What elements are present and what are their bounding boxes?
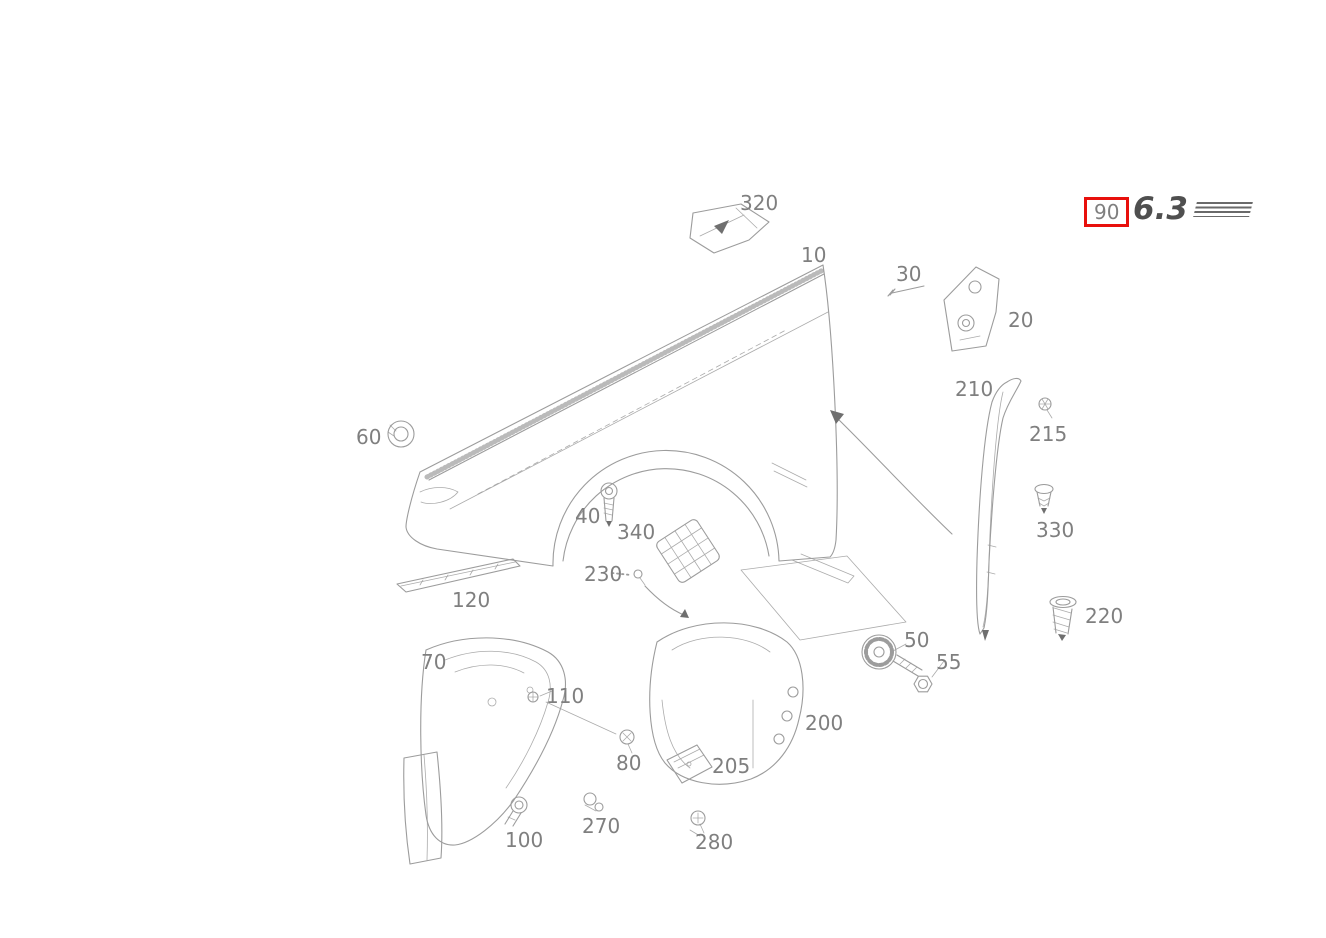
- emblem-6-3-badge: 6.3: [1133, 191, 1253, 227]
- part-label-270[interactable]: 270: [582, 814, 621, 838]
- part-drawing-clip-215: [1038, 397, 1053, 419]
- part-drawing-bracket-200: [649, 622, 804, 785]
- part-drawing-fender: [405, 264, 907, 641]
- part-drawing-screw-220: [1049, 595, 1077, 641]
- part-label-90[interactable]: 90: [1084, 197, 1130, 227]
- part-drawing-bracket-20: [943, 266, 1000, 352]
- part-label-230[interactable]: 230: [584, 562, 623, 586]
- part-label-320[interactable]: 320: [740, 191, 779, 215]
- part-label-120[interactable]: 120: [452, 588, 491, 612]
- part-label-40[interactable]: 40: [575, 504, 601, 528]
- part-label-200[interactable]: 200: [805, 711, 844, 735]
- part-drawing-rivet-330: [1034, 483, 1054, 514]
- part-drawing-clip-110: [527, 690, 553, 703]
- arrow-indicator: [830, 410, 953, 535]
- emblem-text: 6.3: [1133, 191, 1188, 227]
- part-drawing-clip-80: [619, 729, 635, 754]
- part-drawing-bracket-320: [689, 203, 770, 254]
- part-label-280[interactable]: 280: [695, 830, 734, 854]
- part-label-20[interactable]: 20: [1008, 308, 1034, 332]
- part-label-100[interactable]: 100: [505, 828, 544, 852]
- part-label-30[interactable]: 30: [896, 262, 922, 286]
- leader-lines: [545, 643, 945, 735]
- part-drawing-nut-55: [913, 675, 933, 693]
- part-label-220[interactable]: 220: [1085, 604, 1124, 628]
- part-drawing-grid-340: [656, 519, 720, 583]
- part-drawing-wheel-liner-70: [403, 637, 566, 865]
- part-drawing-fastener-50: [861, 634, 923, 677]
- part-drawing-trim-strip-120: [396, 558, 521, 593]
- part-label-215[interactable]: 215: [1029, 422, 1068, 446]
- part-drawing-grommet-60: [387, 420, 415, 448]
- part-label-210[interactable]: 210: [955, 377, 994, 401]
- part-label-55[interactable]: 55: [936, 650, 962, 674]
- part-label-10[interactable]: 10: [801, 243, 827, 267]
- part-drawing-pin-30: [887, 285, 925, 297]
- part-drawing-clip-280: [689, 810, 706, 837]
- part-label-340[interactable]: 340: [617, 520, 656, 544]
- part-label-70[interactable]: 70: [421, 650, 447, 674]
- part-label-205[interactable]: 205: [712, 754, 751, 778]
- part-label-50[interactable]: 50: [904, 628, 930, 652]
- part-label-80[interactable]: 80: [616, 751, 642, 775]
- part-drawing-plate-205: [666, 744, 713, 784]
- stripe-badge-icon: [1193, 202, 1253, 217]
- part-drawing-pillar-trim-210: [976, 377, 1022, 641]
- part-drawing-screw-100: [504, 796, 528, 827]
- part-label-60[interactable]: 60: [356, 425, 382, 449]
- part-drawing-clip-270: [583, 792, 604, 812]
- part-drawing-screw-40: [600, 482, 618, 527]
- part-drawing-clip-230: [611, 569, 689, 618]
- part-label-330[interactable]: 330: [1036, 518, 1075, 542]
- part-label-110[interactable]: 110: [546, 684, 585, 708]
